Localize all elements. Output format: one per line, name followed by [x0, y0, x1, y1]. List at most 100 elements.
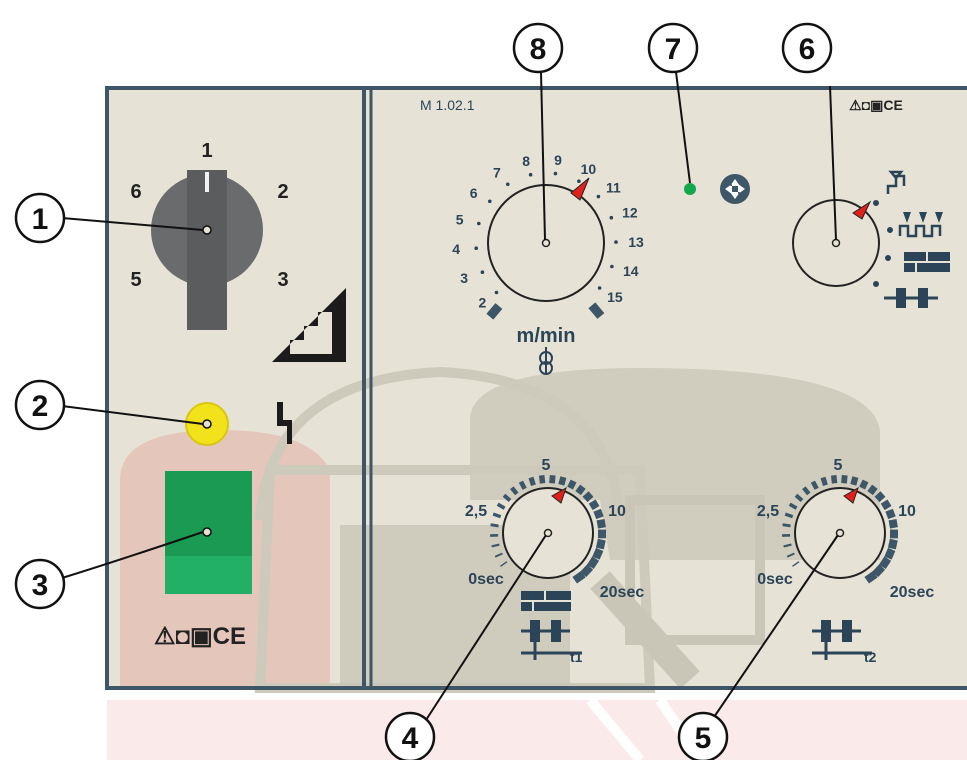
timer-scale-segment: [841, 474, 848, 484]
wire-speed-tick-label: 6: [470, 185, 478, 201]
timer-scale-segment: [588, 499, 600, 511]
t1-label-10: 10: [608, 503, 626, 520]
timer-scale-segment: [784, 512, 794, 519]
callout-1: 1: [14, 192, 66, 244]
svg-text:4: 4: [402, 722, 419, 755]
timer-scale-segment: [595, 538, 606, 550]
callout-8: 8: [512, 22, 564, 74]
callout-7: 7: [647, 22, 699, 74]
wire-speed-tick-label: 13: [628, 234, 644, 250]
wire-speed-tick-label: 8: [522, 153, 530, 169]
wire-speed-tick-label: 10: [581, 161, 597, 177]
certification-marks-left: ⚠◘▣CE: [154, 623, 246, 650]
timer-scale-segment: [802, 486, 811, 496]
t1-label-20sec: 20sec: [600, 584, 645, 601]
t2-icons: [812, 620, 872, 660]
timer-scale-segment: [596, 519, 606, 529]
wire-speed-tick-dot: [614, 240, 618, 244]
timer-scale-segment: [528, 476, 536, 486]
svg-text:7: 7: [665, 33, 682, 66]
t1-label-5: 5: [542, 457, 551, 474]
wire-speed-tick-dot: [477, 221, 481, 226]
timer-pointer: [551, 486, 567, 504]
selector-pos-3: 3: [277, 269, 288, 291]
timer-scale-segment: [575, 484, 586, 496]
timer-scale-segment: [830, 474, 838, 484]
certification-marks-right: ⚠◘▣CE: [849, 97, 903, 113]
wire-speed-tick-label: 3: [460, 270, 468, 286]
timer-scale-segment: [510, 486, 519, 496]
wire-speed-tick-label: 14: [623, 263, 639, 279]
timer-t1-scale: [490, 474, 607, 584]
t2-label-2-5: 2,5: [757, 503, 779, 520]
timer-scale-segment: [549, 474, 556, 484]
svg-text:3: 3: [32, 569, 49, 602]
wire-speed-tick-label: 5: [456, 212, 464, 228]
timer-scale-segment: [491, 543, 500, 548]
timer-scale-segment: [518, 480, 527, 490]
svg-text:8: 8: [530, 33, 547, 66]
timer-t1-knob[interactable]: [502, 487, 594, 579]
timer-t2-knob[interactable]: [794, 487, 886, 579]
wire-speed-tick-label: 9: [554, 152, 562, 168]
wire-speed-tick-dot: [597, 286, 602, 290]
wire-speed-tick-label: 12: [622, 205, 638, 221]
wire-speed-tick-dot: [488, 199, 492, 204]
wire-speed-pointer: [570, 177, 590, 201]
timer-scale-segment: [587, 556, 600, 569]
wire-speed-tick-dot: [480, 270, 485, 275]
callout-5: 5: [677, 711, 729, 760]
timer-scale-segment: [500, 561, 508, 567]
timer-scale-segment: [850, 476, 859, 486]
wire-speed-tick-dot: [474, 246, 479, 250]
timer-scale-segment: [887, 538, 898, 550]
timer-scale-segment: [874, 491, 886, 503]
wire-speed-knob[interactable]: [487, 184, 605, 302]
selector-switch[interactable]: [151, 170, 263, 330]
selector-pos-1: 1: [201, 140, 212, 162]
t1-icons: [521, 591, 582, 660]
t2-label-20sec: 20sec: [890, 584, 935, 601]
lightning-icon: [277, 402, 292, 444]
t1-label-2-5: 2,5: [465, 503, 487, 520]
timer-scale-segment: [490, 523, 499, 528]
timer-scale-segment: [492, 512, 502, 519]
main-power-switch[interactable]: [165, 471, 252, 594]
callout-2: 2: [14, 379, 66, 431]
timer-scale-segment: [888, 519, 898, 529]
svg-text:2: 2: [32, 390, 49, 423]
wire-speed-tick-dot: [596, 194, 601, 199]
t1-label-0sec: 0sec: [468, 571, 504, 588]
timer-scale-segment: [879, 556, 892, 569]
mode-knob[interactable]: [792, 199, 880, 287]
wire-speed-max-stop: [588, 302, 605, 319]
wire-feed-icon: [539, 347, 553, 375]
timer-scale-segment: [782, 523, 791, 528]
wire-speed-tick-dot: [610, 264, 614, 269]
t1-label: t1: [570, 649, 583, 665]
callout-6: 6: [781, 22, 833, 74]
wire-speed-tick-dot: [553, 171, 558, 176]
t2-label-10: 10: [898, 503, 916, 520]
timer-scale-segment: [783, 543, 792, 548]
callout-3: 3: [14, 558, 66, 610]
timer-scale-segment: [872, 564, 886, 578]
timer-scale-segment: [580, 564, 594, 578]
wire-speed-tick-dot: [494, 290, 499, 295]
svg-text:6: 6: [799, 33, 816, 66]
wire-inch-icon: [720, 174, 750, 204]
timer-scale-segment: [496, 502, 506, 510]
timer-scale-segment: [593, 508, 604, 520]
t2-label: t2: [864, 649, 877, 665]
timer-scale-segment: [820, 476, 828, 486]
wire-speed-tick-label: 2: [479, 294, 487, 310]
selector-pos-6: 6: [130, 181, 141, 203]
timer-scale-segment: [494, 552, 503, 558]
model-number: M 1.02.1: [420, 97, 475, 113]
t2-label-5: 5: [834, 457, 843, 474]
selector-pos-2: 2: [277, 181, 288, 203]
wire-speed-tick-dot: [528, 172, 533, 177]
timer-pointer: [843, 486, 859, 504]
